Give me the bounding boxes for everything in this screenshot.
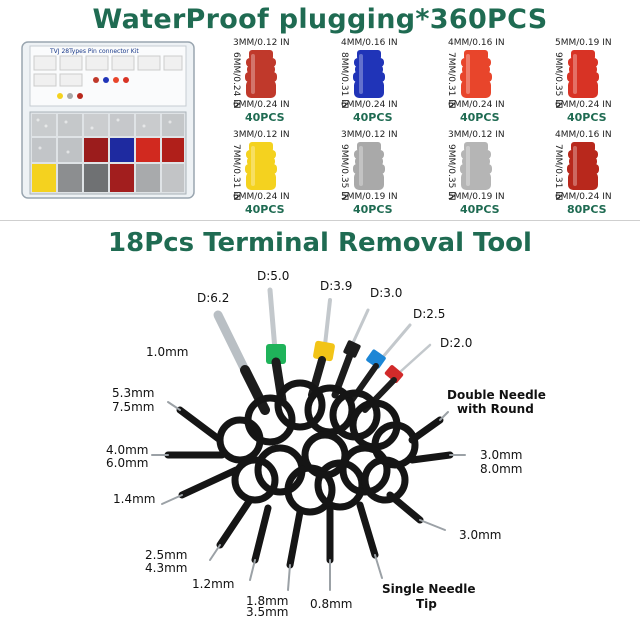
- rubber-seal-icon: [245, 142, 277, 190]
- label-d62: D:6.2: [197, 291, 230, 305]
- label-d20: D:2.0: [440, 336, 473, 350]
- label-d30: D:3.0: [370, 286, 403, 300]
- label-4-0mm: 4.0mm: [106, 443, 149, 457]
- label-0-8mm: 0.8mm: [310, 597, 353, 611]
- seal-top-dimension: 3MM/0.12 IN: [233, 38, 290, 48]
- connector-kit-box-image: TVJ 28Types Pin connector Kit: [20, 40, 196, 200]
- title-waterproof-plugging: WaterProof plugging*360PCS: [92, 4, 548, 35]
- seal-bottom-dimension: 5MM/0.19 IN: [341, 192, 398, 202]
- seal-bottom-dimension: 6MM/0.24 IN: [233, 192, 290, 202]
- seal-bottom-dimension: 6MM/0.24 IN: [555, 192, 612, 202]
- label-d25: D:2.5: [413, 307, 446, 321]
- seal-count: 40PCS: [353, 203, 393, 216]
- seal-count: 40PCS: [245, 203, 285, 216]
- title-terminal-removal-tool: 18Pcs Terminal Removal Tool: [108, 228, 532, 258]
- label-3-5mm: 3.5mm: [246, 605, 289, 619]
- seal-top-dimension: 4MM/0.16 IN: [448, 38, 505, 48]
- label-2-5mm: 2.5mm: [145, 548, 188, 562]
- label-with-round: with Round: [457, 402, 534, 416]
- rubber-seal-icon: [460, 142, 492, 190]
- seal-bottom-dimension: 6MM/0.24 IN: [448, 100, 505, 110]
- label-d39: D:3.9: [320, 279, 353, 293]
- rubber-seal-icon: [460, 50, 492, 98]
- label-single-needle: Single Needle: [382, 582, 476, 596]
- seal-top-dimension: 5MM/0.19 IN: [555, 38, 612, 48]
- rubber-seal-icon: [353, 50, 385, 98]
- seal-bottom-dimension: 5MM/0.19 IN: [448, 192, 505, 202]
- seal-bottom-dimension: 6MM/0.24 IN: [555, 100, 612, 110]
- section-divider: [0, 220, 640, 221]
- seal-top-dimension: 3MM/0.12 IN: [448, 130, 505, 140]
- seal-top-dimension: 3MM/0.12 IN: [233, 130, 290, 140]
- label-d50: D:5.0: [257, 269, 290, 283]
- label-1-2mm: 1.2mm: [192, 577, 235, 591]
- label-r-3-0mm: 3.0mm: [480, 448, 523, 462]
- green-cap: [266, 344, 286, 364]
- label-4-3mm: 4.3mm: [145, 561, 188, 575]
- label-7-5mm: 7.5mm: [112, 400, 155, 414]
- seal-bottom-dimension: 6MM/0.24 IN: [233, 100, 290, 110]
- label-r-3-0mm-b: 3.0mm: [459, 528, 502, 542]
- seal-count: 40PCS: [567, 111, 607, 124]
- rubber-seal-icon: [353, 142, 385, 190]
- rubber-seal-icon: [245, 50, 277, 98]
- seal-count: 40PCS: [245, 111, 285, 124]
- label-1-8mm: 1.8mm: [246, 594, 289, 608]
- label-tip: Tip: [416, 597, 437, 611]
- label-1-4mm: 1.4mm: [113, 492, 156, 506]
- label-r-8-0mm: 8.0mm: [480, 462, 523, 476]
- label-6-0mm: 6.0mm: [106, 456, 149, 470]
- label-1-0mm: 1.0mm: [146, 345, 189, 359]
- seal-top-dimension: 3MM/0.12 IN: [341, 130, 398, 140]
- seal-count: 40PCS: [353, 111, 393, 124]
- rubber-seal-icon: [567, 142, 599, 190]
- seal-count: 40PCS: [460, 111, 500, 124]
- label-double-needle: Double Needle: [447, 388, 546, 402]
- label-5-3mm: 5.3mm: [112, 386, 155, 400]
- seal-top-dimension: 4MM/0.16 IN: [555, 130, 612, 140]
- seal-count: 80PCS: [567, 203, 607, 216]
- seal-top-dimension: 4MM/0.16 IN: [341, 38, 398, 48]
- rubber-seal-icon: [567, 50, 599, 98]
- kit-box-label: TVJ 28Types Pin connector Kit: [49, 48, 139, 55]
- seal-count: 40PCS: [460, 203, 500, 216]
- seal-bottom-dimension: 6MM/0.24 IN: [341, 100, 398, 110]
